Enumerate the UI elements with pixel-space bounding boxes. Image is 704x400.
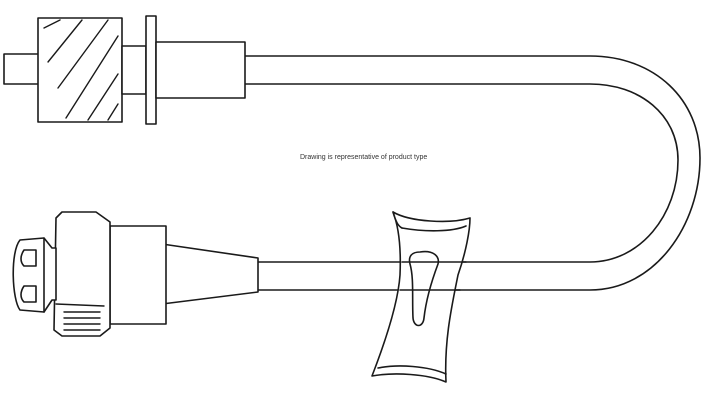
- tip-notch-upper: [20, 249, 37, 267]
- connector-housing: [109, 225, 167, 325]
- clamp-bottom-edge: [377, 365, 447, 375]
- clamp-top-edge: [401, 225, 467, 232]
- strain-relief: [161, 243, 259, 305]
- male-luer-connector: [3, 15, 246, 125]
- flange: [145, 15, 157, 125]
- tubing-inner-wall: [244, 83, 679, 263]
- collar-threads: [43, 19, 119, 121]
- product-disclaimer-caption: Drawing is representative of product typ…: [300, 154, 428, 161]
- tip-notch-lower: [20, 285, 37, 303]
- collar-ridges: [55, 303, 105, 331]
- tubing: [244, 55, 701, 291]
- tubing-outer-wall: [244, 55, 701, 291]
- connector-body: [155, 41, 246, 99]
- pinch-clamp: [371, 211, 471, 383]
- collar-neck: [121, 45, 147, 95]
- clamp-top-lip: [392, 211, 403, 229]
- luer-tip: [3, 53, 43, 85]
- female-luer-connector: [12, 211, 259, 337]
- luer-lock-tip: [12, 237, 57, 313]
- threaded-collar: [37, 17, 123, 123]
